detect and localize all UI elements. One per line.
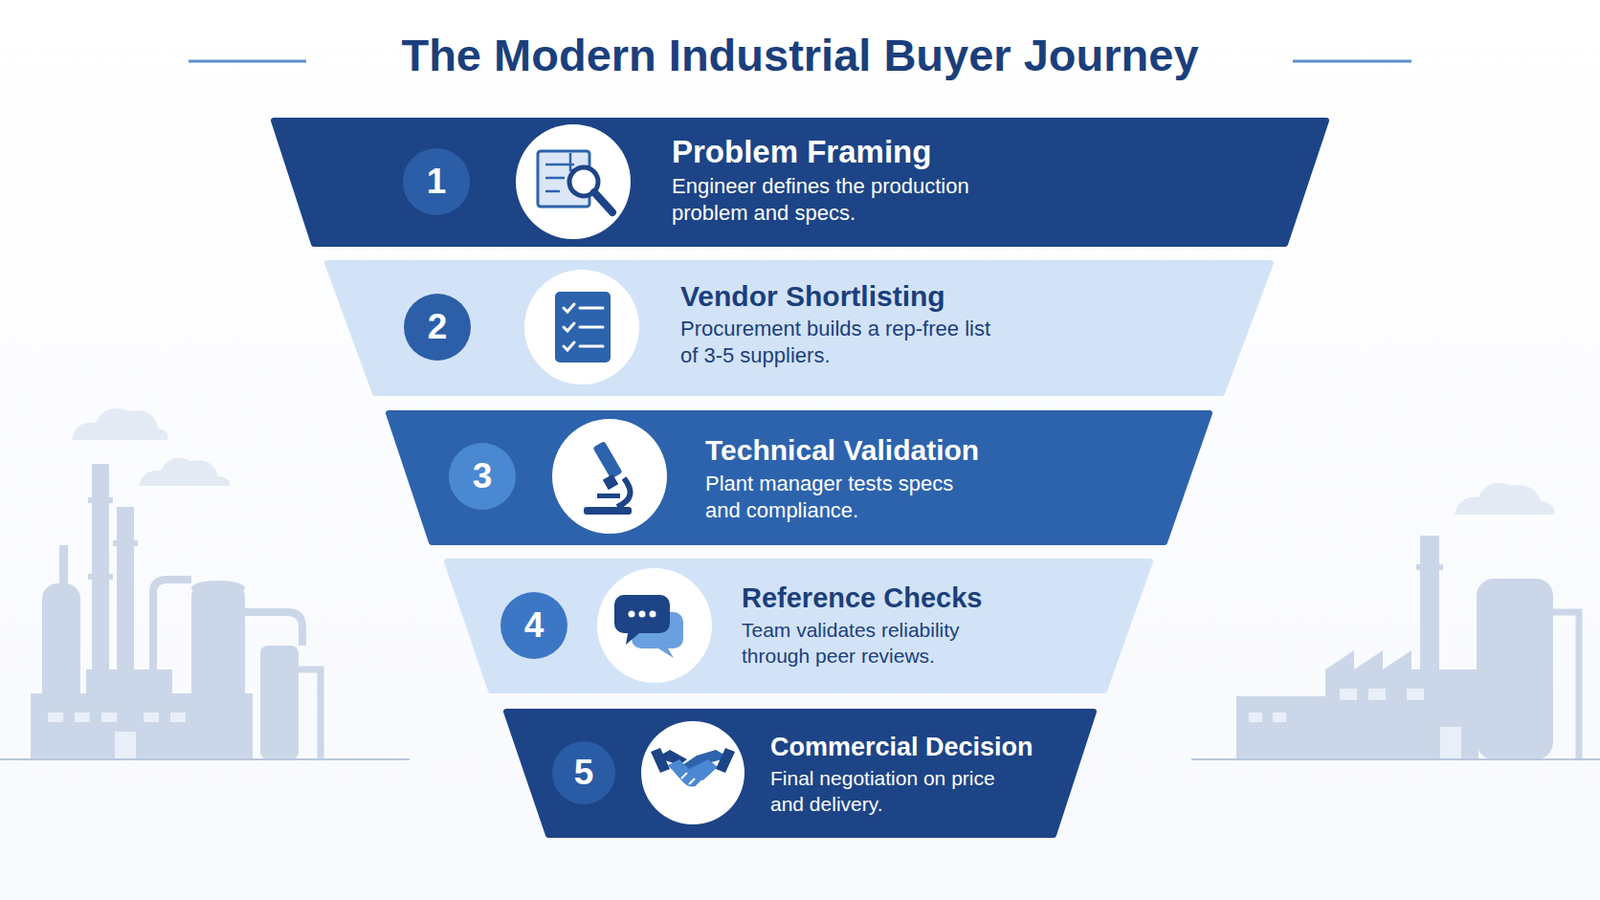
step-number: 3	[472, 456, 493, 497]
step-heading: Problem Framing	[671, 133, 1017, 171]
number-circle: 1	[402, 148, 470, 216]
funnel-band: Commercial DecisionFinal negotiation on …	[503, 709, 1097, 839]
microscope-icon	[552, 419, 667, 534]
funnel-band: Technical ValidationPlant manager tests …	[385, 410, 1213, 546]
chat-icon	[597, 568, 712, 684]
band-text: Problem FramingEngineer defines the prod…	[671, 133, 1017, 227]
number-circle: 3	[448, 443, 516, 511]
step-description: Team validates reliability through peer …	[741, 617, 1020, 669]
band-outline	[273, 120, 1327, 245]
band-outline	[506, 711, 1094, 836]
step-heading: Commercial Decision	[770, 733, 1034, 763]
step-number: 4	[524, 605, 545, 646]
number-circle: 5	[552, 741, 616, 805]
step-number: 2	[427, 307, 448, 348]
right-factory	[1236, 535, 1579, 760]
funnel-band: Problem FramingEngineer defines the prod…	[270, 117, 1330, 247]
band-text: Commercial DecisionFinal negotiation on …	[770, 733, 1034, 818]
band-text: Reference ChecksTeam validates reliabili…	[741, 582, 1020, 669]
blueprint-icon	[515, 124, 631, 240]
step-description: Procurement builds a rep-free list of 3-…	[680, 315, 1011, 370]
title-rule	[188, 60, 307, 64]
step-heading: Vendor Shortlisting	[680, 279, 1011, 313]
band-text: Vendor ShortlistingProcurement builds a …	[680, 279, 1011, 371]
step-description: Plant manager tests specs and compliance…	[705, 470, 993, 525]
number-circle: 2	[403, 293, 471, 361]
left-windows	[47, 712, 186, 760]
step-number: 5	[574, 753, 595, 794]
step-description: Final negotiation on price and delivery.	[770, 765, 1034, 818]
checklist-icon	[524, 269, 640, 385]
band-outline	[388, 413, 1210, 543]
ground-line	[0, 758, 410, 761]
band-outline	[327, 263, 1271, 394]
diagram-title: The Modern Industrial Buyer Journey	[0, 28, 1600, 83]
band-text: Technical ValidationPlant manager tests …	[705, 433, 993, 526]
funnel-band: Vendor ShortlistingProcurement builds a …	[324, 260, 1274, 397]
band-outline	[446, 561, 1151, 691]
step-number: 1	[426, 161, 447, 202]
funnel-band: Reference ChecksTeam validates reliabili…	[444, 558, 1154, 694]
left-factory	[30, 464, 321, 760]
handshake-icon	[641, 721, 745, 825]
step-heading: Technical Validation	[705, 433, 993, 467]
step-description: Engineer defines the production problem …	[671, 173, 1017, 227]
number-circle: 4	[500, 592, 568, 660]
right-windows	[1248, 688, 1462, 760]
title-rule	[1292, 60, 1412, 64]
ground-line	[1191, 758, 1600, 761]
step-heading: Reference Checks	[741, 582, 1020, 615]
